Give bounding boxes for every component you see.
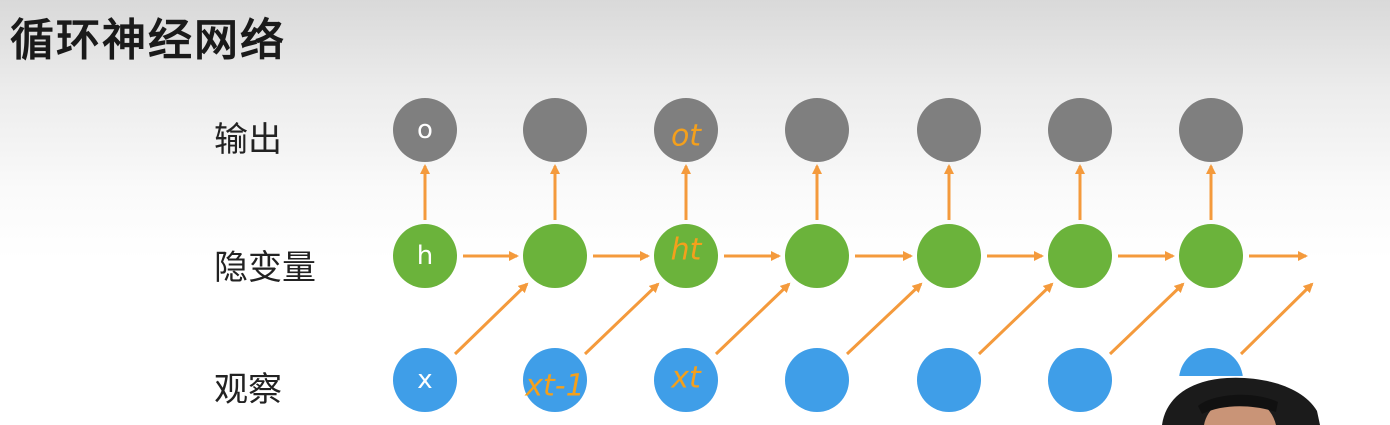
hidden-node-2: [523, 224, 587, 288]
hidden-node-4: [785, 224, 849, 288]
output-node-5: [917, 98, 981, 162]
annotation-observation-t-minus-1: xt-1: [524, 369, 584, 404]
node-label-output: o: [417, 115, 433, 145]
hidden-node-7: [1179, 224, 1243, 288]
arrow-observation-to-hidden-3: [714, 282, 791, 356]
output-node-4: [785, 98, 849, 162]
row-label-output: 输出: [214, 120, 282, 160]
arrow-observation-to-hidden-6: [1108, 282, 1185, 356]
annotation-observation-t: xt: [670, 361, 702, 396]
output-node-7: [1179, 98, 1243, 162]
arrow-observation-to-hidden-1: [453, 282, 529, 356]
arrow-observation-to-hidden-2: [583, 282, 660, 356]
row-label-observation: 观察: [214, 370, 282, 410]
node-label-hidden: h: [417, 241, 433, 271]
observation-node-1: [393, 348, 457, 412]
observation-node-6: [1048, 348, 1112, 412]
presenter-video-overlay: [1152, 376, 1322, 425]
arrow-observation-to-hidden-5: [977, 282, 1054, 356]
output-node-3: [654, 98, 718, 162]
observation-node-5: [917, 348, 981, 412]
hidden-node-5: [917, 224, 981, 288]
annotation-output-t: ot: [671, 119, 702, 154]
hidden-node-6: [1048, 224, 1112, 288]
observation-node-4: [785, 348, 849, 412]
hidden-node-1: [393, 224, 457, 288]
arrow-observation-to-hidden-7: [1239, 282, 1314, 356]
observation-node-2: [523, 348, 587, 412]
output-node-6: [1048, 98, 1112, 162]
annotation-hidden-t: ht: [671, 233, 703, 268]
output-node-1: [393, 98, 457, 162]
output-node-2: [523, 98, 587, 162]
hidden-node-3: [654, 224, 718, 288]
arrow-observation-to-hidden-4: [845, 282, 923, 356]
observation-node-3: [654, 348, 718, 412]
row-label-hidden: 隐变量: [214, 248, 316, 288]
page-title: 循环神经网络: [10, 15, 286, 66]
node-label-observation: x: [417, 365, 432, 395]
